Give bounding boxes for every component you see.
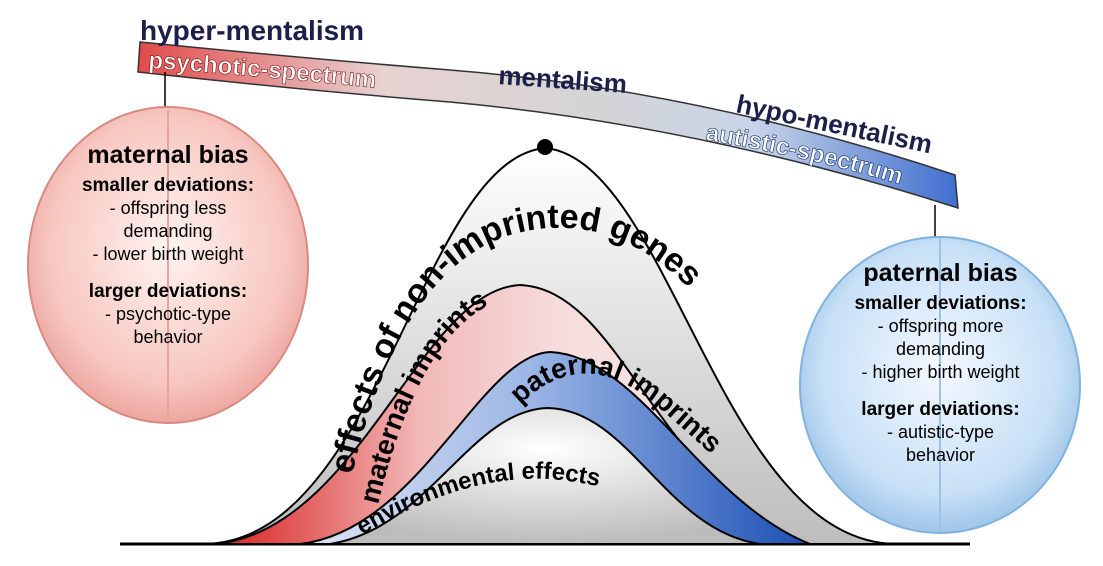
- maternal-bias-title: maternal bias: [87, 141, 249, 169]
- maternal-smaller-item: - lower birth weight: [92, 244, 244, 264]
- paternal-smaller-item: demanding: [895, 339, 986, 359]
- maternal-larger-item: - psychotic-type: [104, 304, 232, 324]
- paternal-larger-item: behavior: [905, 445, 976, 465]
- maternal-smaller-item: - offspring less: [109, 198, 227, 218]
- paternal-larger-item: - autistic-type: [886, 422, 995, 442]
- maternal-larger-heading: larger deviations:: [88, 281, 248, 302]
- paternal-smaller-item: - offspring more: [877, 316, 1004, 336]
- paternal-smaller-item: - higher birth weight: [861, 362, 1020, 382]
- maternal-bias-panel: maternal bias smaller deviations: - offs…: [48, 140, 288, 349]
- paternal-smaller-heading: smaller deviations:: [854, 293, 1027, 314]
- maternal-smaller-heading: smaller deviations:: [81, 175, 255, 196]
- label-hyper-mentalism: hyper-mentalism: [140, 15, 364, 46]
- paternal-bias-panel: paternal bias smaller deviations: - offs…: [818, 258, 1063, 467]
- paternal-bias-title: paternal bias: [863, 259, 1018, 287]
- maternal-smaller-item: demanding: [123, 221, 213, 241]
- seesaw-beam: [137, 41, 959, 210]
- bell-environmental: [329, 406, 761, 545]
- maternal-larger-item: behavior: [133, 327, 203, 347]
- paternal-larger-heading: larger deviations:: [861, 399, 1020, 420]
- fulcrum-dot: [537, 139, 553, 155]
